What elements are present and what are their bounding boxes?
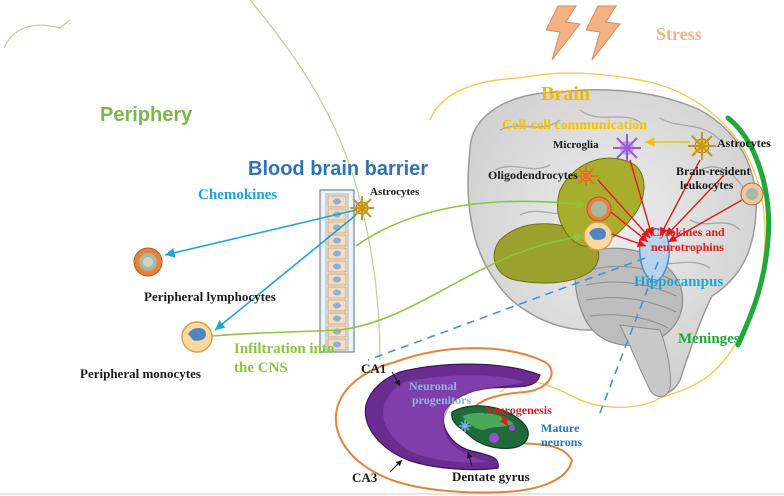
bbb-cell-nucleus — [333, 198, 341, 205]
microglia-icon — [613, 134, 641, 162]
dentate-pointer — [466, 451, 473, 467]
cytokine-arrow-microglia — [629, 159, 654, 237]
bbb-cell-nucleus — [333, 289, 341, 296]
neuronal-progenitors-label-line-2: progenitors — [412, 393, 472, 407]
cytokine-arrow-monocyte — [611, 233, 647, 248]
brainstem-shape — [619, 324, 671, 397]
brain-resident-label-line-1: Brain-resident — [676, 164, 751, 178]
brain-resident-leukocyte-icon — [740, 182, 764, 206]
peripheral-monocytes-label: Peripheral monocytes — [80, 366, 201, 381]
bbb-label: Blood brain barrier — [248, 158, 429, 180]
astrocyte-bbb-icon — [350, 196, 374, 220]
infiltration-arrow-monocyte — [211, 232, 585, 337]
meninges-line — [725, 115, 772, 348]
infiltration-label-line-2: the CNS — [234, 360, 288, 376]
ca-region-inner — [383, 375, 525, 463]
bbb-cell-nucleus — [333, 276, 341, 283]
astrocytes-bbb-label: Astrocytes — [370, 186, 420, 198]
bbb-cell-nucleus — [333, 250, 341, 257]
stress-bolt-icon-1 — [545, 5, 581, 61]
periphery-outline — [3, 0, 381, 361]
cytokines-label-line-1: Cytokines and — [651, 225, 725, 239]
chemokine-arrow-monocyte — [214, 214, 357, 331]
neuronal-progenitor-icon — [459, 420, 471, 432]
ca1-label: CA1 — [361, 361, 387, 376]
ca3-pointer — [389, 459, 403, 473]
peripheral-lymphocytes-label: Peripheral lymphocytes — [144, 289, 276, 304]
cytokine-arrow-lymphocyte — [610, 211, 649, 243]
chemokine-arrow-lymphocyte — [164, 209, 357, 258]
mature-neuron-icon-2 — [509, 425, 515, 431]
cytokine-arrow-meninges — [665, 174, 725, 237]
oligodendrocyte-icon — [574, 166, 598, 186]
hippocampus-inset-outline — [334, 347, 574, 494]
brain-shape — [467, 89, 757, 394]
cell-comm-label: Cell-cell communication — [502, 118, 648, 133]
oligodendrocytes-label: Oligodendrocytes — [488, 168, 578, 182]
cytokines-label-line-2: neurotrophins — [651, 240, 724, 254]
ca3-label: CA3 — [352, 470, 378, 485]
stress-label: Stress — [656, 24, 702, 44]
cytokine-arrow-oligo — [597, 179, 651, 239]
peripheral-monocyte-icon — [181, 321, 213, 353]
astrocyte-brain-icon — [688, 132, 716, 160]
astrocytes-brain-label: Astrocytes — [717, 136, 771, 150]
bbb-cell-nucleus — [333, 237, 341, 244]
lymphocyte-brain-icon — [586, 196, 612, 222]
stress-bolt-icon-2 — [585, 5, 621, 61]
bbb-cell-nucleus — [333, 302, 341, 309]
mature-neuron-icon-1 — [489, 433, 499, 443]
periphery-label: Periphery — [100, 104, 193, 126]
mature-neurons-label-line-2: neurons — [541, 435, 583, 449]
infiltration-label-line-1: Infiltration into — [234, 341, 335, 357]
mature-neurons-label-line-1: Mature — [541, 421, 580, 435]
brain-label: Brain — [541, 83, 590, 105]
cytokine-arrow-leukocyte — [667, 199, 743, 243]
microglia-label: Microglia — [553, 139, 599, 151]
zoom-line-left — [367, 257, 646, 361]
dentate-gyrus-label: Dentate gyrus — [452, 469, 530, 484]
ca1-pointer — [391, 371, 401, 387]
bbb-cell-nucleus — [333, 263, 341, 270]
brain-resident-label-line-2: leukocytes — [680, 178, 734, 192]
cerebellum-folia — [585, 265, 677, 329]
neurogenesis-label: Neurogenesis — [484, 403, 552, 417]
hippocampus-label: Hippocampus — [634, 274, 724, 290]
bbb-cell-nucleus — [333, 341, 341, 348]
chemokines-label: Chemokines — [198, 187, 278, 203]
peripheral-lymphocyte-icon — [133, 247, 163, 277]
brain-gyri — [494, 109, 746, 269]
infiltration-arrow-lymphocyte — [355, 199, 587, 247]
cytokine-arrow-astrocyte — [659, 159, 701, 237]
meninges-label: Meninges — [678, 331, 740, 347]
head-outline — [429, 72, 766, 409]
monocyte-brain-icon — [583, 221, 613, 251]
bbb-cell-nucleus — [333, 315, 341, 322]
neuronal-progenitors-label-line-1: Neuronal — [409, 379, 457, 393]
neurogenesis-arrow — [495, 407, 509, 427]
